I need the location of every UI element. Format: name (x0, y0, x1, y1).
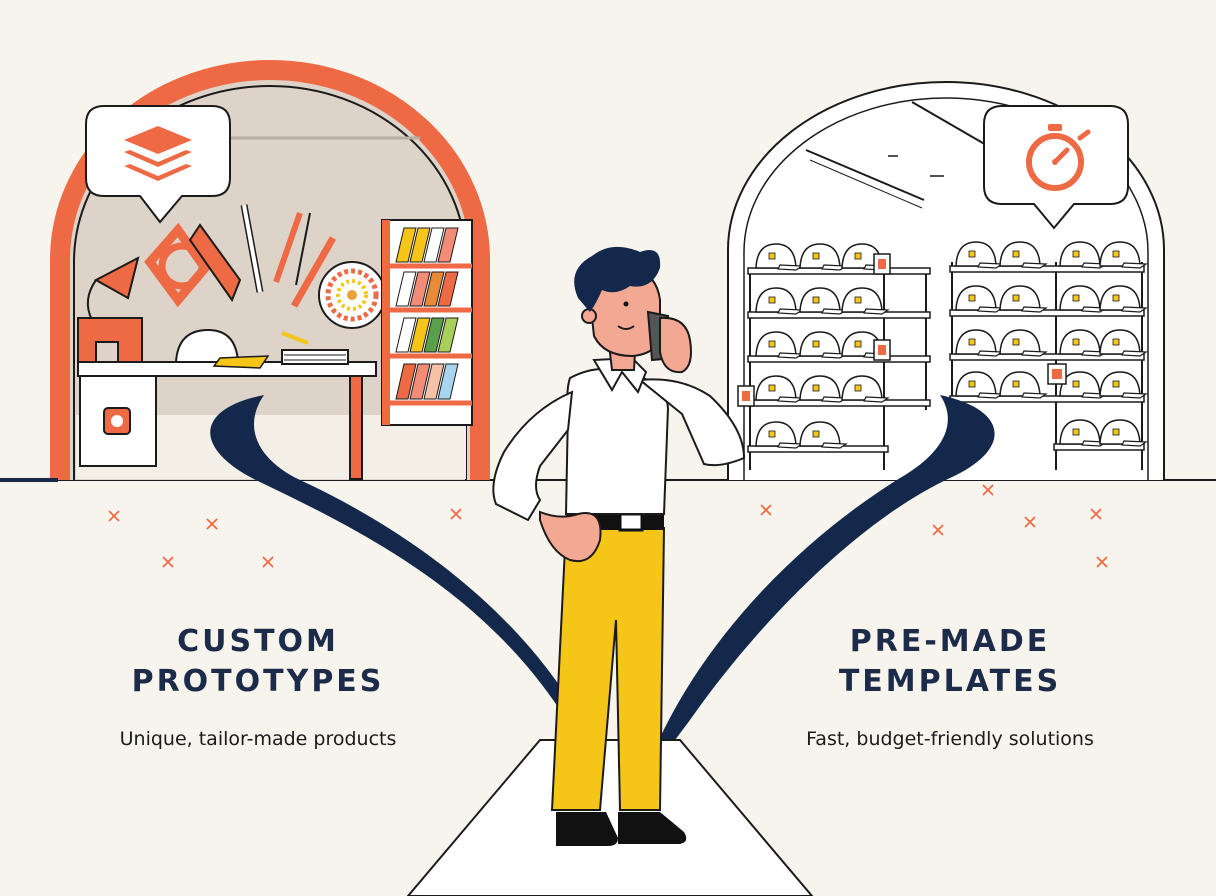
cross-mark (262, 556, 274, 568)
cross-mark (162, 556, 174, 568)
decorative-crosses (108, 484, 1108, 568)
cap (999, 329, 1048, 357)
custom-title-line2: PROTOTYPES (131, 664, 385, 699)
cap (841, 287, 890, 315)
cap (755, 243, 804, 271)
custom-title-line1: CUSTOM (177, 624, 339, 659)
cross-mark (1096, 556, 1108, 568)
cross-mark (108, 510, 120, 522)
cross-mark (982, 484, 994, 496)
swatch-shelf (381, 219, 473, 426)
cross-mark (1024, 516, 1036, 528)
premade-templates-label: PRE-MADE TEMPLATES Fast, budget-friendly… (750, 622, 1150, 750)
template-title-line2: TEMPLATES (838, 664, 1062, 699)
cap (1099, 329, 1148, 357)
cap (799, 331, 848, 359)
template-subtitle: Fast, budget-friendly solutions (806, 728, 1094, 750)
cap (999, 241, 1048, 269)
cross-mark (206, 518, 218, 530)
fork-paths (0, 395, 995, 896)
cap (999, 285, 1048, 313)
cross-mark (1090, 508, 1102, 520)
cap (799, 421, 848, 449)
layers-icon (124, 126, 192, 181)
cap (1059, 371, 1108, 399)
cap (799, 287, 848, 315)
person-on-phone (492, 246, 746, 846)
cap (755, 287, 804, 315)
custom-subtitle: Unique, tailor-made products (119, 728, 397, 750)
cap (999, 371, 1048, 399)
cap (1099, 241, 1148, 269)
template-option-badge (983, 105, 1129, 230)
cap (755, 421, 804, 449)
cap (955, 285, 1004, 313)
stopwatch-icon (1026, 124, 1091, 191)
cap (1059, 285, 1108, 313)
custom-option-badge (85, 105, 231, 224)
color-wheel (318, 261, 386, 329)
custom-prototypes-label: CUSTOM PROTOTYPES Unique, tailor-made pr… (58, 622, 458, 750)
work-desk (77, 328, 377, 480)
cap (1099, 419, 1148, 447)
drafting-tools (144, 204, 337, 345)
cap (755, 375, 804, 403)
cap (955, 241, 1004, 269)
cap (955, 371, 1004, 399)
cross-mark (450, 508, 462, 520)
cap (1059, 419, 1108, 447)
sewing-station (77, 256, 143, 363)
cap (1099, 285, 1148, 313)
cap (1059, 241, 1108, 269)
cross-mark (760, 504, 772, 516)
cap (799, 375, 848, 403)
cap-rows (755, 241, 1148, 449)
template-title-line1: PRE-MADE (849, 624, 1051, 659)
cross-mark (932, 524, 944, 536)
cap (955, 329, 1004, 357)
price-tags (737, 253, 1067, 407)
cap (1099, 371, 1148, 399)
cap (799, 243, 848, 271)
cap (755, 331, 804, 359)
cap (841, 375, 890, 403)
